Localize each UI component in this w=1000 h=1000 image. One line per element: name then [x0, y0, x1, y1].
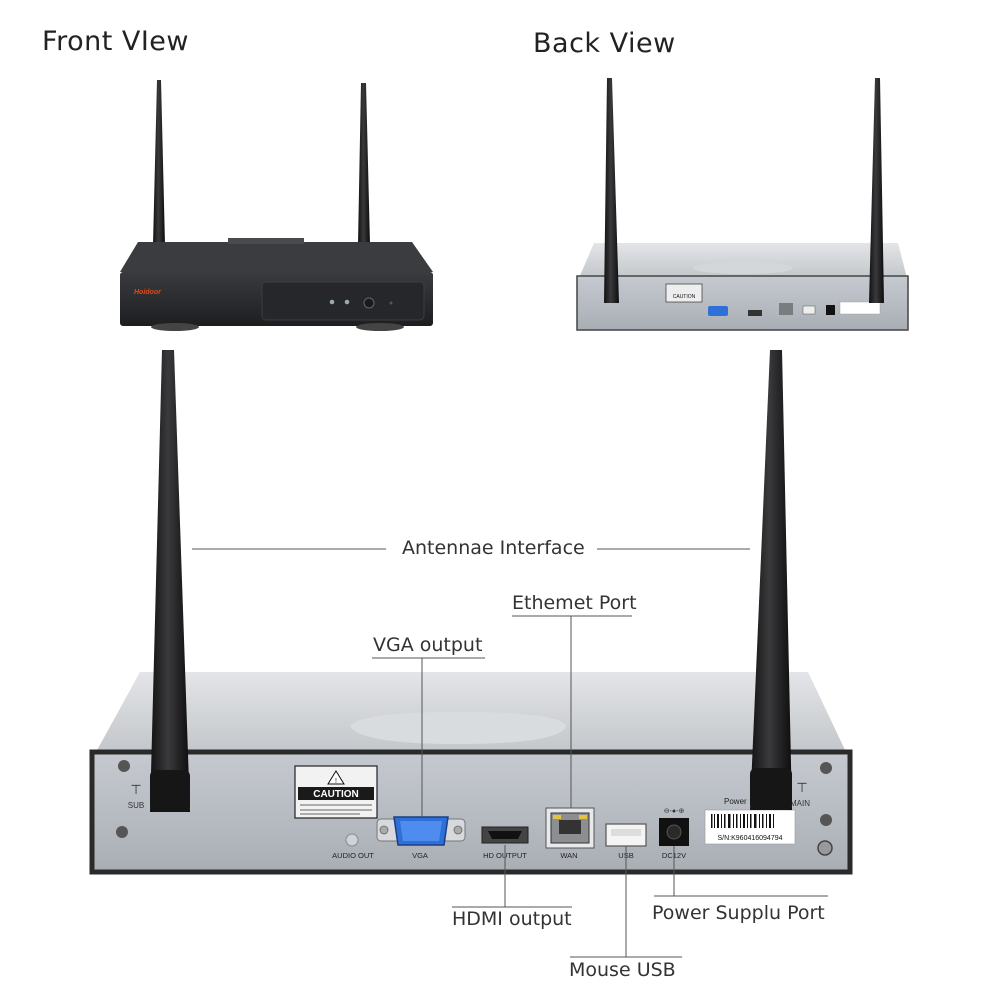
back-view-device: CAUTION	[576, 78, 909, 331]
audio-out-port	[345, 833, 359, 847]
front-antenna-left	[153, 80, 165, 245]
svg-text:!: !	[335, 778, 337, 785]
svg-text:CAUTION: CAUTION	[673, 294, 696, 300]
large-back-device: ⊤ SUB ⊤ MAIN ! CAUTION AUDIO OUT VGA HD …	[89, 350, 853, 875]
back-small-antenna-left	[604, 78, 619, 303]
main-label: MAIN	[790, 799, 810, 808]
svg-text:Power: Power	[724, 797, 747, 806]
large-top-surface	[96, 672, 846, 752]
large-antenna-right	[750, 350, 792, 810]
svg-text:WAN: WAN	[560, 851, 577, 860]
mouse-usb-label: Mouse USB	[569, 959, 676, 981]
serial-number: S/N:K960416094794	[718, 835, 783, 842]
front-power-icon	[363, 297, 375, 309]
caution-text: CAUTION	[313, 789, 359, 800]
front-top-surface	[120, 242, 433, 272]
front-led-2	[344, 299, 350, 305]
main-antenna-symbol: ⊤	[796, 780, 807, 795]
front-view-title: Front VIew	[42, 26, 190, 57]
large-antenna-left	[150, 350, 190, 812]
leader-lines	[192, 548, 828, 958]
power-supply-port-label: Power Supplu Port	[652, 902, 825, 924]
svg-text:AUDIO OUT: AUDIO OUT	[332, 851, 374, 860]
vga-output-label: VGA output	[373, 634, 483, 656]
front-led-1	[329, 299, 335, 305]
ethernet-port-label: Ethemet Port	[512, 592, 637, 614]
back-small-antenna-right	[869, 78, 884, 303]
svg-text:⊖-●-⊕: ⊖-●-⊕	[664, 808, 685, 815]
sub-antenna-symbol: ⊤	[130, 782, 141, 797]
back-view-title: Back View	[533, 28, 676, 59]
front-antenna-right	[358, 83, 370, 245]
hdmi-output-label: HDMI output	[452, 908, 572, 930]
back-small-top-surface	[579, 243, 907, 278]
sub-label: SUB	[128, 801, 144, 810]
front-view-device: Hoidoor	[120, 80, 433, 331]
antennae-interface-label: Antennae Interface	[402, 537, 585, 559]
front-brand-logo: Hoidoor	[134, 289, 162, 296]
svg-text:VGA: VGA	[412, 851, 428, 860]
